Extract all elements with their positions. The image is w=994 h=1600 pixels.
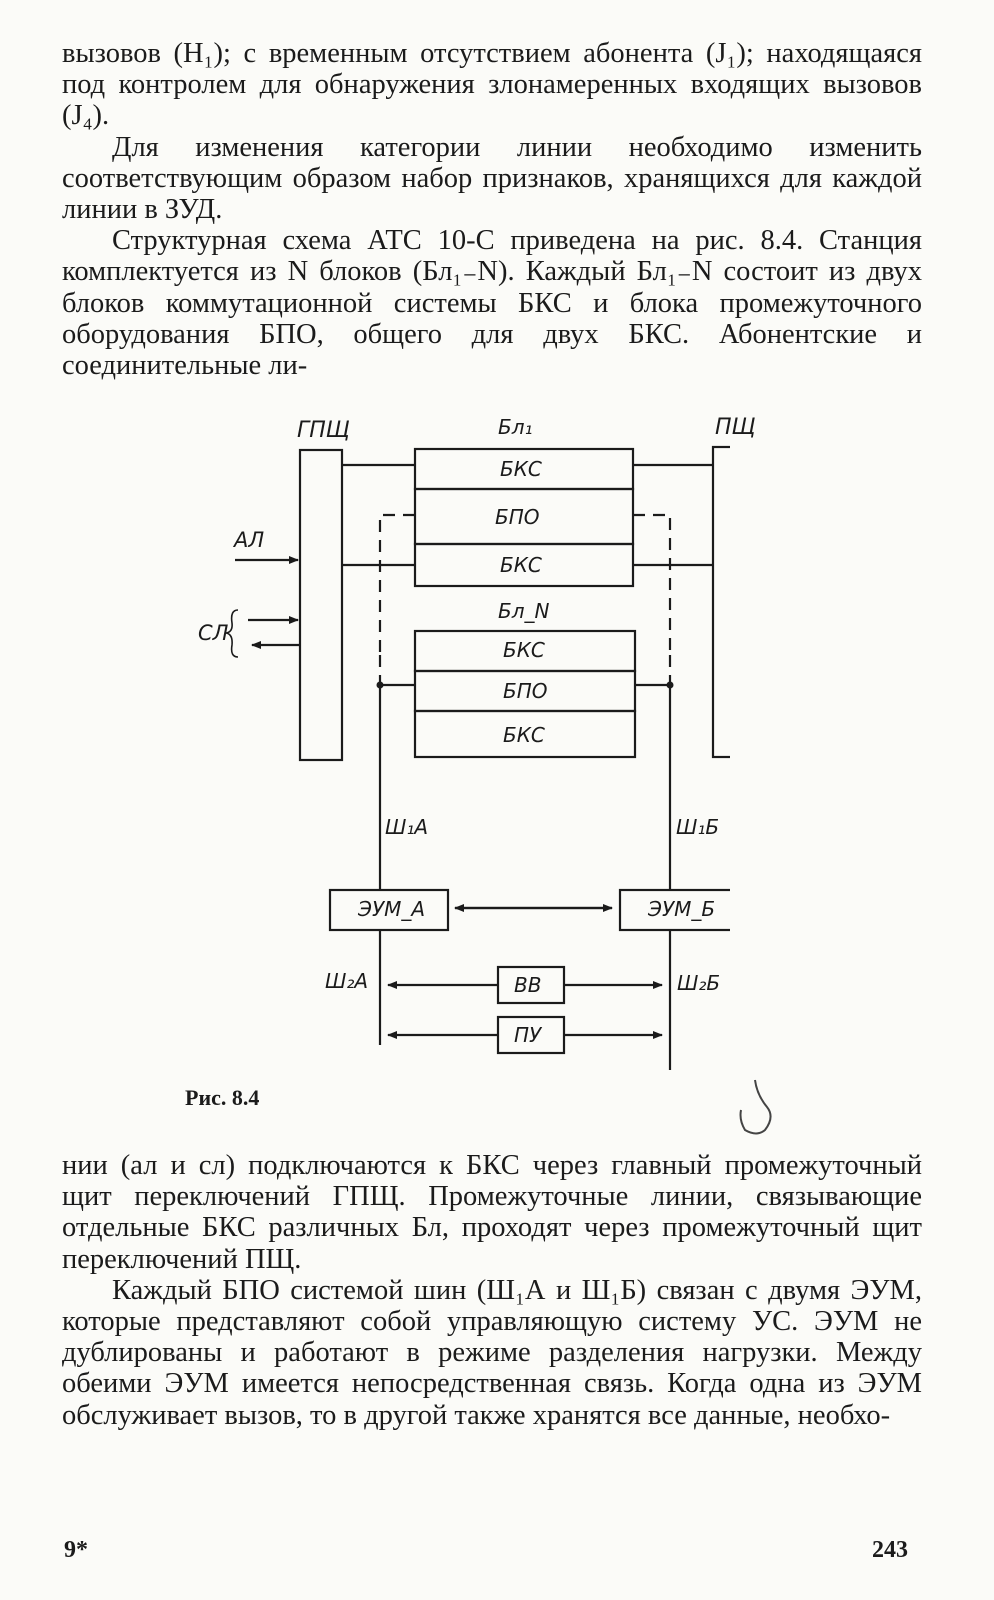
label-vv: ВВ xyxy=(514,973,542,997)
eum-b-box xyxy=(618,888,730,932)
paragraph-5: Каждый БПО системой шин (Ш₁А и Ш₁Б) связ… xyxy=(62,1274,922,1431)
gpsh-box xyxy=(298,448,344,762)
paragraph-2: Для изменения категории линии необходимо… xyxy=(62,131,922,226)
label-sh1a: Ш₁А xyxy=(385,815,429,839)
paragraph-4: нии (ал и сл) подключаются к БКС через г… xyxy=(62,1150,922,1275)
label-bpo-2: БПО xyxy=(503,679,548,703)
eum-a-box xyxy=(328,888,450,932)
label-sh2b: Ш₂Б xyxy=(677,971,721,995)
label-bks-2: БКС xyxy=(500,553,542,577)
label-eum-a: ЭУМ_А xyxy=(358,897,426,921)
bln-bks-bottom xyxy=(413,709,637,759)
label-bks-4: БКС xyxy=(503,723,545,747)
page-number: 243 xyxy=(872,1537,908,1563)
label-al: АЛ xyxy=(234,528,265,552)
label-pu: ПУ xyxy=(514,1023,542,1047)
pencil-mark-icon xyxy=(739,1079,772,1135)
label-sh2a: Ш₂А xyxy=(325,969,369,993)
paragraph-1: вызовов (H₁); с временным отсутствием аб… xyxy=(62,38,922,132)
signature-mark: 9* xyxy=(64,1537,88,1563)
label-bpo-1: БПО xyxy=(495,505,540,529)
junction-b xyxy=(666,681,674,689)
text-bottom: нии (ал и сл) подключаются к БКС через г… xyxy=(62,1150,922,1431)
label-bl1: Бл₁ xyxy=(498,415,533,439)
label-gpsh: ГПЩ xyxy=(297,418,350,443)
label-sh1b: Ш₁Б xyxy=(676,815,720,839)
label-bks-1: БКС xyxy=(500,457,542,481)
diagram-lines xyxy=(225,445,730,1070)
label-sl: СЛ xyxy=(198,621,229,645)
label-psh: ПЩ xyxy=(715,415,756,440)
text-top: вызовов (H₁); с временным отсутствием аб… xyxy=(62,38,922,381)
paragraph-3: Структурная схема АТС 10-С приведена на … xyxy=(62,225,922,382)
label-bks-3: БКС xyxy=(503,638,545,662)
figure-8-4: ГПЩ ПЩ Бл₁ Бл_N БКС БПО БКС БКС БПО БКС … xyxy=(170,405,756,1075)
figure-caption: Рис. 8.4 xyxy=(185,1085,260,1110)
label-bln: Бл_N xyxy=(498,599,550,623)
psh-box xyxy=(711,445,730,759)
label-eum-b: ЭУМ_Б xyxy=(648,897,716,921)
junction-a xyxy=(376,681,384,689)
